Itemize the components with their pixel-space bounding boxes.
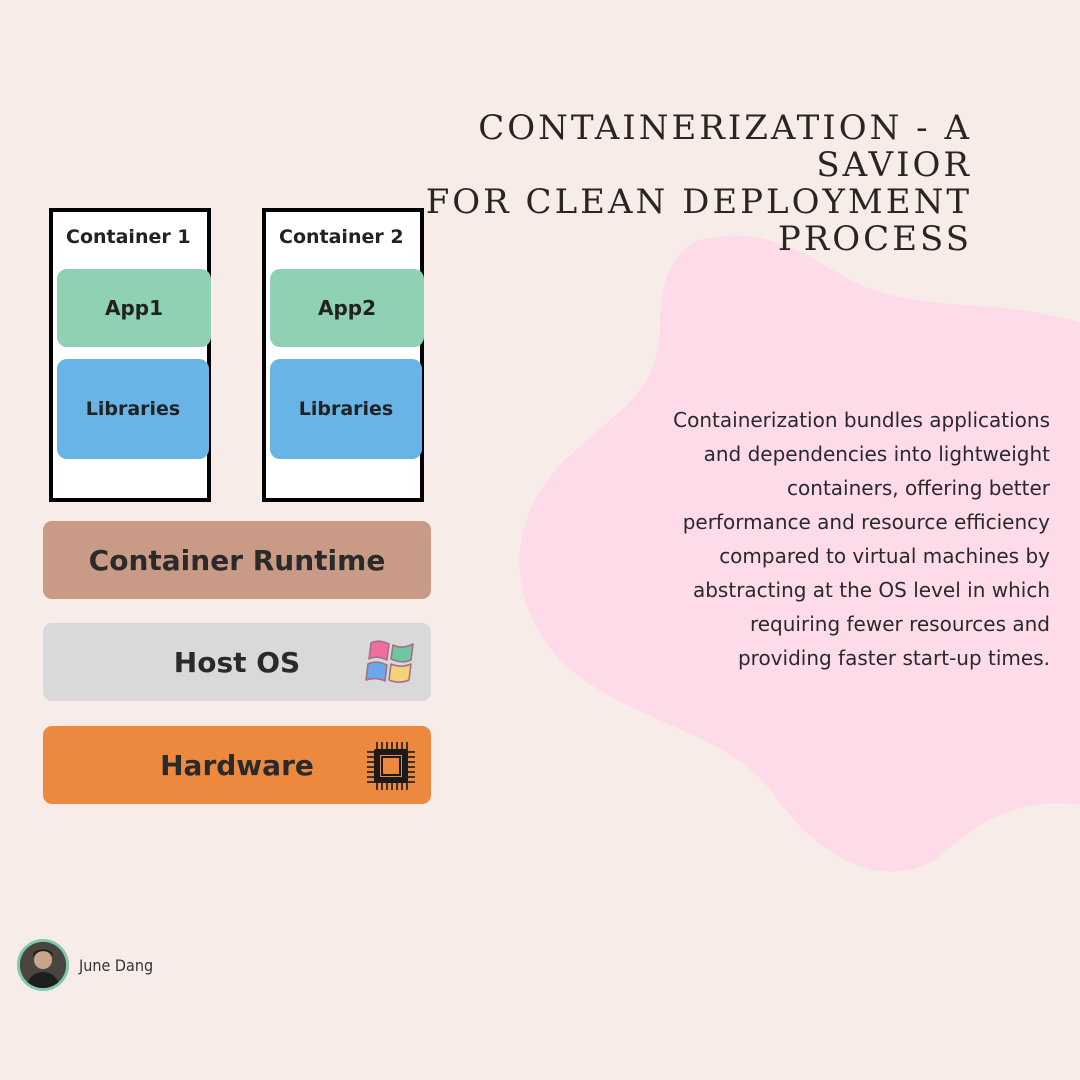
host-os-label: Host OS bbox=[173, 645, 301, 679]
container-1-label: Container 1 bbox=[66, 226, 191, 248]
author-name: June Dang bbox=[79, 955, 154, 975]
cpu-chip-icon bbox=[367, 742, 415, 790]
title-line-2: FOR CLEAN DEPLOYMENT bbox=[425, 182, 972, 222]
container-runtime-label: Container Runtime bbox=[88, 543, 386, 577]
container-2-libraries-block: Libraries bbox=[270, 359, 422, 459]
container-1-app-block: App1 bbox=[57, 269, 211, 347]
title-line-1: CONTAINERIZATION - A SAVIOR bbox=[478, 108, 972, 185]
container-runtime-layer: Container Runtime bbox=[43, 521, 431, 599]
title-line-3: PROCESS bbox=[777, 219, 972, 259]
author-avatar bbox=[17, 939, 69, 991]
author-byline: June Dang bbox=[17, 939, 153, 991]
host-os-layer: Host OS bbox=[43, 623, 431, 701]
container-1-box: Container 1 App1 Libraries bbox=[49, 208, 211, 502]
hardware-layer: Hardware bbox=[43, 726, 431, 804]
container-2-box: Container 2 App2 Libraries bbox=[262, 208, 424, 502]
windows-logo-icon bbox=[365, 640, 414, 684]
hardware-label: Hardware bbox=[160, 748, 314, 782]
container-2-label: Container 2 bbox=[279, 226, 404, 248]
person-silhouette-icon bbox=[20, 942, 66, 988]
container-1-libraries-block: Libraries bbox=[57, 359, 209, 459]
description-text: Containerization bundles applications an… bbox=[673, 408, 1050, 670]
container-2-app-block: App2 bbox=[270, 269, 424, 347]
page-title: CONTAINERIZATION - A SAVIOR FOR CLEAN DE… bbox=[332, 110, 972, 258]
